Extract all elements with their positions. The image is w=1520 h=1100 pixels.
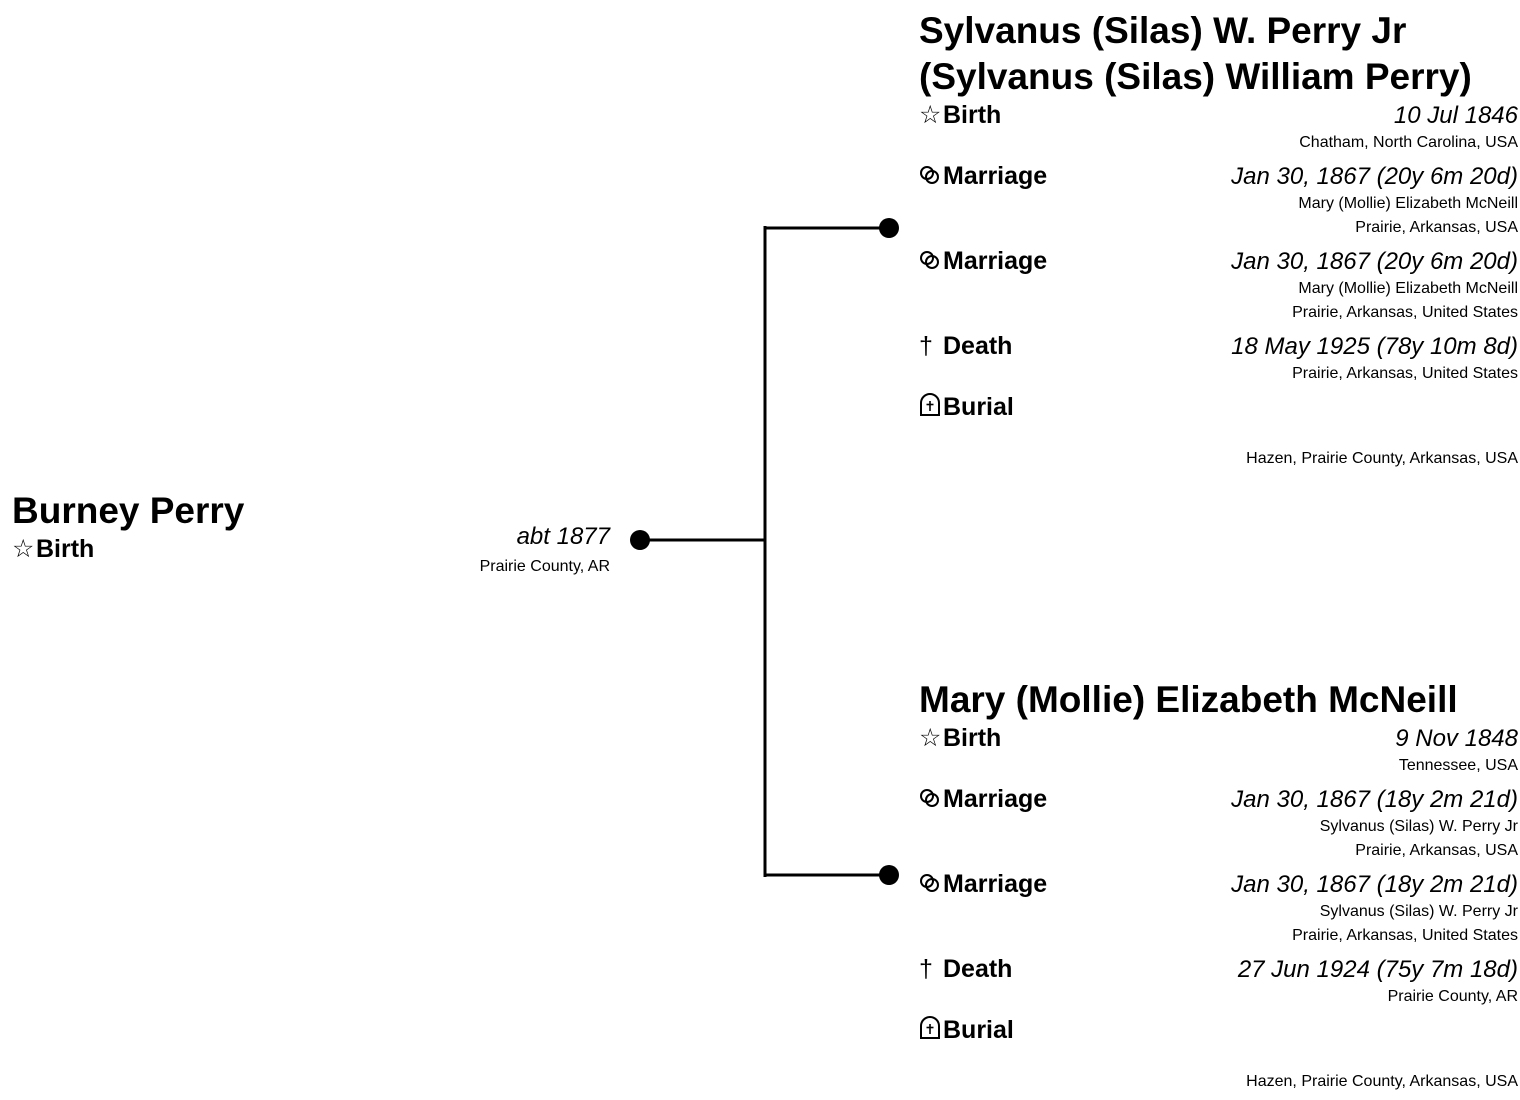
event-date: Jan 30, 1867 (20y 6m 20d) bbox=[1231, 163, 1518, 190]
event-place: Prairie, Arkansas, USA bbox=[1355, 842, 1518, 859]
cross-icon: † bbox=[919, 332, 933, 360]
event-row: Marriage Jan 30, 1867 (18y 2m 21d) bbox=[919, 784, 1520, 815]
mother-person-card[interactable]: Mary (Mollie) Elizabeth McNeill ☆Birth 9 … bbox=[919, 677, 1520, 1100]
event-type: Marriage bbox=[943, 162, 1048, 190]
event-row: Marriage Jan 30, 1867 (18y 2m 21d) bbox=[919, 869, 1520, 900]
event-type: Birth bbox=[36, 535, 95, 563]
event-place: Prairie, Arkansas, United States bbox=[1292, 365, 1518, 382]
star-icon: ☆ bbox=[919, 101, 942, 129]
event-date: 18 May 1925 (78y 10m 8d) bbox=[1231, 333, 1518, 360]
event-spouse: Mary (Mollie) Elizabeth McNeill bbox=[1298, 280, 1518, 297]
event-label: Marriage bbox=[919, 784, 1047, 815]
event-spouse bbox=[919, 423, 1520, 447]
event-date: 27 Jun 1924 (75y 7m 18d) bbox=[1237, 956, 1518, 983]
event-date: Jan 30, 1867 (18y 2m 21d) bbox=[1231, 786, 1518, 813]
event-place: Tennessee, USA bbox=[1398, 757, 1518, 774]
event-spacer bbox=[919, 1094, 1520, 1100]
event-type: Birth bbox=[943, 101, 1002, 129]
event-spouse: Sylvanus (Silas) W. Perry Jr bbox=[1319, 818, 1518, 835]
event-row: ☆Birth abt 1877 bbox=[12, 523, 612, 565]
rings-icon bbox=[919, 784, 943, 815]
event-date: abt 1877 bbox=[516, 523, 610, 550]
event-type: Burial bbox=[943, 393, 1014, 421]
event-row: † Death 18 May 1925 (78y 10m 8d) bbox=[919, 331, 1520, 362]
event-place: Chatham, North Carolina, USA bbox=[1299, 134, 1518, 151]
root-events: ☆Birth abt 1877 Prairie County, AR bbox=[12, 523, 612, 579]
event-label: † Death bbox=[919, 331, 1012, 362]
father-person-alt-name: (Sylvanus (Silas) William Perry) bbox=[919, 56, 1472, 97]
event-row: ☆Birth 10 Jul 1846 bbox=[919, 100, 1520, 131]
event-label: Marriage bbox=[919, 869, 1047, 900]
star-icon: ☆ bbox=[919, 724, 942, 752]
event-type: Birth bbox=[943, 724, 1002, 752]
root-person-card[interactable]: Burney Perry ☆Birth abt 1877 Prairie Cou… bbox=[12, 488, 612, 579]
root-person-name: Burney Perry bbox=[12, 490, 245, 531]
event-spouse: Sylvanus (Silas) W. Perry Jr bbox=[1319, 903, 1518, 920]
rings-icon bbox=[919, 869, 943, 900]
event-row: Burial bbox=[919, 1015, 1520, 1046]
event-place: Hazen, Prairie County, Arkansas, USA bbox=[1246, 1073, 1518, 1090]
event-type: Marriage bbox=[943, 247, 1048, 275]
event-place: Prairie, Arkansas, United States bbox=[1292, 304, 1518, 321]
event-row: Burial bbox=[919, 392, 1520, 423]
mother-person-name: Mary (Mollie) Elizabeth McNeill bbox=[919, 679, 1458, 720]
event-label: Burial bbox=[919, 1015, 1014, 1046]
event-date: 9 Nov 1848 bbox=[1395, 725, 1518, 752]
pedigree-connectors bbox=[630, 218, 899, 885]
event-spouse bbox=[919, 1046, 1520, 1070]
event-row: Marriage Jan 30, 1867 (20y 6m 20d) bbox=[919, 161, 1520, 192]
rings-icon bbox=[919, 246, 943, 277]
rings-icon bbox=[919, 161, 943, 192]
event-date: 10 Jul 1846 bbox=[1393, 102, 1518, 129]
event-label: Burial bbox=[919, 392, 1014, 423]
event-row: † Death 27 Jun 1924 (75y 7m 18d) bbox=[919, 954, 1520, 985]
tombstone-icon bbox=[919, 392, 943, 423]
event-label: † Death bbox=[919, 954, 1012, 985]
event-type: Death bbox=[943, 332, 1013, 360]
event-row: Marriage Jan 30, 1867 (20y 6m 20d) bbox=[919, 246, 1520, 277]
event-type: Marriage bbox=[943, 785, 1048, 813]
event-place: Prairie, Arkansas, USA bbox=[1355, 219, 1518, 236]
event-label: ☆Birth bbox=[919, 723, 1001, 754]
event-row: ☆Birth 9 Nov 1848 bbox=[919, 723, 1520, 754]
event-place: Prairie County, AR bbox=[1387, 988, 1518, 1005]
father-node-dot[interactable] bbox=[879, 218, 899, 238]
root-node-dot[interactable] bbox=[630, 530, 650, 550]
event-label: Marriage bbox=[919, 161, 1047, 192]
event-place: Prairie County, AR bbox=[479, 558, 610, 575]
event-type: Death bbox=[943, 955, 1013, 983]
tombstone-icon bbox=[919, 1015, 943, 1046]
event-spouse: Mary (Mollie) Elizabeth McNeill bbox=[1298, 195, 1518, 212]
star-icon: ☆ bbox=[12, 535, 35, 563]
cross-icon: † bbox=[919, 955, 933, 983]
event-date: Jan 30, 1867 (18y 2m 21d) bbox=[1231, 871, 1518, 898]
event-place: Hazen, Prairie County, Arkansas, USA bbox=[1246, 450, 1518, 467]
event-place: Prairie, Arkansas, United States bbox=[1292, 927, 1518, 944]
father-person-card[interactable]: Sylvanus (Silas) W. Perry Jr (Sylvanus (… bbox=[919, 8, 1520, 477]
mother-node-dot[interactable] bbox=[879, 865, 899, 885]
event-spacer bbox=[919, 471, 1520, 477]
event-label: ☆Birth bbox=[919, 100, 1001, 131]
event-type: Burial bbox=[943, 1016, 1014, 1044]
event-label: ☆Birth bbox=[12, 534, 94, 565]
event-date: Jan 30, 1867 (20y 6m 20d) bbox=[1231, 248, 1518, 275]
father-person-name: Sylvanus (Silas) W. Perry Jr bbox=[919, 10, 1407, 51]
event-type: Marriage bbox=[943, 870, 1048, 898]
event-label: Marriage bbox=[919, 246, 1047, 277]
